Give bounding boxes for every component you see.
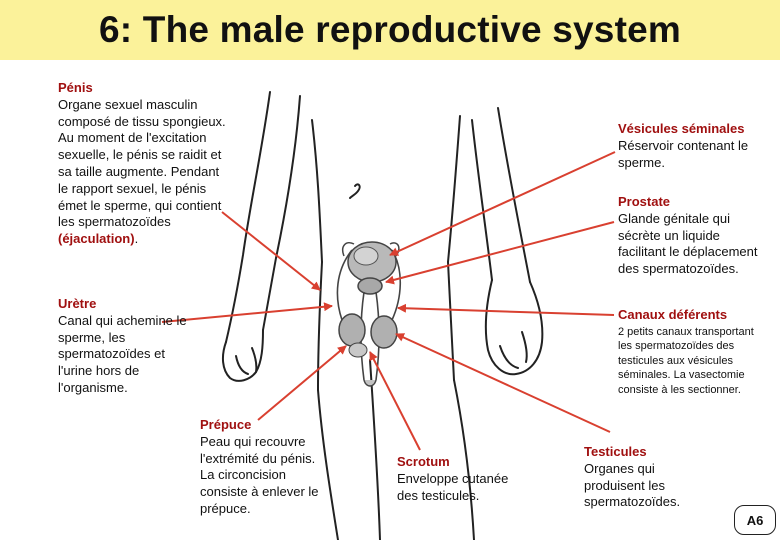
slide-number-badge: A6 [734, 505, 776, 535]
label-testicules: Testicules Organes qui produisent les sp… [584, 444, 704, 511]
label-vesicules: Vésicules séminales Réservoir contenant … [618, 121, 768, 171]
arrow-testicules [395, 333, 611, 433]
label-canaux-desc-block: 2 petits canaux transportant les spermat… [618, 325, 768, 397]
title-bar: 6: The male reproductive system [0, 0, 780, 60]
label-penis-title: Pénis [58, 80, 93, 95]
organs [336, 241, 402, 387]
label-canaux-desc: 2 petits canaux transportant les spermat… [618, 326, 754, 396]
label-penis-emph: (éjaculation) [58, 231, 135, 247]
pointer-arrows [161, 151, 616, 451]
label-testicules-title: Testicules [584, 444, 647, 459]
label-prepuce: Prépuce Peau qui recouvre l'extrémité du… [200, 417, 324, 518]
arrow-prepuce [257, 345, 347, 421]
label-uretre-title: Urètre [58, 296, 97, 311]
label-canaux-title: Canaux déférents [618, 307, 728, 322]
label-penis: Pénis Organe sexuel masculin composé de … [58, 80, 228, 248]
arrow-vesicules [389, 151, 616, 256]
label-scrotum-title: Scrotum [397, 454, 450, 469]
label-scrotum-desc: Enveloppe cutanée des testicules. [397, 470, 509, 503]
label-uretre-desc: Canal qui achemine le sperme, les sperma… [58, 312, 187, 395]
arrow-canaux [397, 303, 615, 316]
label-prostate: Prostate Glande génitale qui sécrète un … [618, 194, 758, 278]
label-vesicules-desc: Réservoir contenant le sperme. [618, 137, 749, 170]
label-penis-desc: Organe sexuel masculin composé de tissu … [58, 96, 226, 247]
anatomy-illustration [161, 91, 616, 540]
arrow-uretre [161, 302, 333, 323]
label-prostate-desc: Glande génitale qui sécrète un liquide f… [618, 210, 758, 277]
label-prostate-title: Prostate [618, 194, 671, 209]
arrow-scrotum [369, 351, 421, 451]
label-prepuce-desc: Peau qui recouvre l'extrémité du pénis. … [200, 433, 319, 516]
label-testicules-desc: Organes qui produisent les spermatozoïde… [584, 460, 681, 510]
arrow-penis [221, 211, 321, 291]
page-title: 6: The male reproductive system [99, 9, 681, 50]
label-vesicules-title: Vésicules séminales [618, 121, 745, 136]
label-prepuce-title: Prépuce [200, 417, 252, 432]
label-scrotum: Scrotum Enveloppe cutanée des testicules… [397, 454, 527, 504]
label-uretre: Urètre Canal qui achemine le sperme, les… [58, 296, 188, 397]
label-canaux: Canaux déférents [618, 307, 770, 324]
arrow-prostate [385, 221, 615, 285]
